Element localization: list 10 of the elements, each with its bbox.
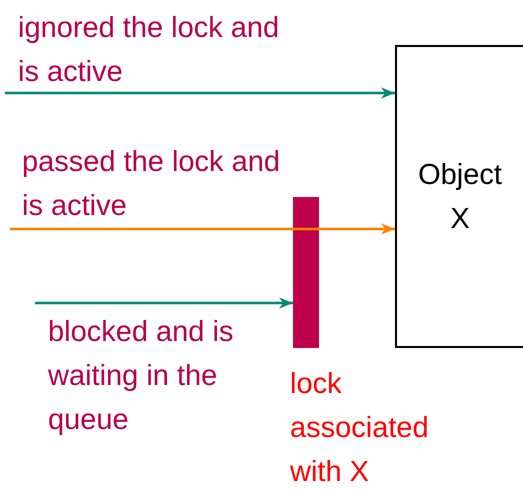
arrow xyxy=(10,223,395,235)
edge-label: ignored the lock and is active xyxy=(18,11,280,90)
lock-caption: lock associated with X xyxy=(290,367,430,489)
edge-label: passed the lock and is active xyxy=(22,145,281,224)
edge-label: blocked and is waiting in the queue xyxy=(48,315,234,438)
arrow xyxy=(35,297,293,309)
object-box xyxy=(395,45,523,348)
arrow xyxy=(5,87,395,99)
object-label: Object X xyxy=(417,158,503,236)
lock-bar xyxy=(293,197,319,348)
